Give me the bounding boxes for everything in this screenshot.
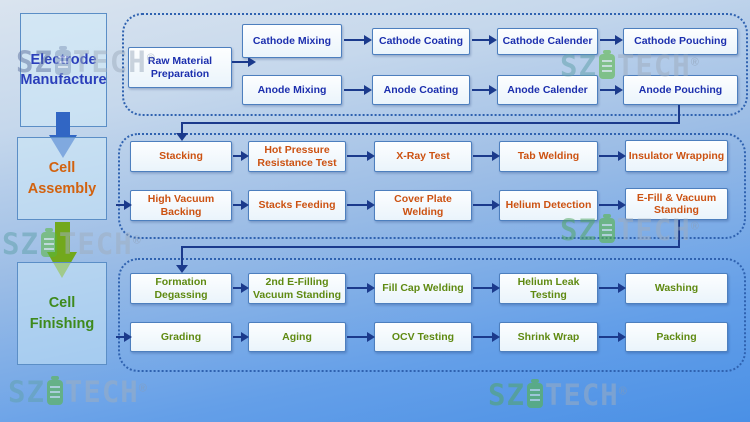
box-grading: Grading: [130, 322, 232, 352]
arrow-shaft: [56, 112, 70, 135]
box-cathode-mixing: Cathode Mixing: [242, 24, 342, 58]
szotech-watermark: SZ TECH®: [8, 375, 147, 409]
connector-segment: [181, 246, 680, 248]
box-tab-welding: Tab Welding: [499, 141, 598, 172]
box-cover-plate-welding: Cover Plate Welding: [374, 190, 472, 221]
connector-segment: [181, 122, 183, 134]
watermark-sz: SZ: [16, 45, 53, 79]
finishing-section-border: [118, 258, 746, 372]
box-formation-degassing: Formation Degassing: [130, 273, 232, 304]
box-insulator-wrapping: Insulator Wrapping: [625, 140, 728, 172]
stage-cell-finishing: Cell Finishing: [17, 262, 107, 365]
box-anode-coating: Anode Coating: [372, 75, 470, 105]
registered-mark: ®: [132, 234, 141, 247]
connector-segment: [181, 122, 680, 124]
box-washing: Washing: [625, 273, 728, 304]
box-shrink-wrap: Shrink Wrap: [499, 322, 598, 352]
flow-arrow: [347, 332, 375, 342]
box-cathode-coating: Cathode Coating: [372, 28, 470, 55]
arrow-shaft: [54, 222, 70, 252]
watermark-tech: TECH: [64, 375, 139, 409]
flow-arrow: [233, 283, 249, 293]
flow-arrow: [347, 200, 375, 210]
box-aging: Aging: [248, 322, 346, 352]
watermark-tech: TECH: [616, 213, 691, 247]
flow-arrow: [473, 200, 500, 210]
registered-mark: ®: [690, 56, 699, 69]
szotech-watermark: SZ TECH®: [560, 49, 699, 83]
box-fill-cap-welding: Fill Cap Welding: [374, 273, 472, 304]
watermark-sz: SZ: [8, 375, 45, 409]
flow-arrow: [599, 151, 626, 161]
flow-arrow: [600, 35, 623, 45]
box-anode-calender: Anode Calender: [497, 75, 598, 105]
connector-arrowhead: [176, 133, 188, 141]
flow-arrow: [344, 35, 372, 45]
registered-mark: ®: [618, 385, 627, 398]
registered-mark: ®: [690, 220, 699, 233]
row-entry-arrow: [116, 200, 132, 210]
row-entry-arrow: [116, 332, 132, 342]
connector-segment: [678, 105, 680, 124]
assembly-section-border: [118, 133, 746, 239]
box-raw-material-preparation: Raw Material Preparation: [128, 47, 232, 88]
box-hot-pressure-test: Hot Pressure Resistance Test: [248, 141, 346, 172]
battery-icon: [46, 380, 63, 405]
box-cathode-pouching: Cathode Pouching: [623, 28, 738, 55]
registered-mark: ®: [138, 382, 147, 395]
flow-arrow: [473, 283, 500, 293]
battery-icon: [526, 383, 543, 408]
flow-arrow: [473, 332, 500, 342]
flow-arrow: [599, 283, 626, 293]
box-helium-detection: Helium Detection: [499, 190, 598, 221]
flow-arrow: [347, 283, 375, 293]
flow-arrow: [600, 85, 623, 95]
szotech-watermark: SZ TECH®: [2, 227, 141, 261]
box-helium-leak-testing: Helium Leak Testing: [499, 273, 598, 304]
box-2nd-efilling-standing: 2nd E-Filling Vacuum Standing: [248, 273, 346, 304]
box-x-ray-test: X-Ray Test: [374, 141, 472, 172]
battery-icon: [40, 232, 57, 257]
stage-cell-assembly: Cell Assembly: [17, 137, 107, 220]
flow-arrow: [599, 332, 626, 342]
watermark-sz: SZ: [560, 213, 597, 247]
box-cathode-calender: Cathode Calender: [497, 28, 598, 55]
flow-arrow: [233, 200, 249, 210]
watermark-tech: TECH: [72, 45, 147, 79]
battery-icon: [54, 50, 71, 75]
box-efill-vacuum-standing: E-Fill & Vacuum Standing: [625, 188, 728, 220]
connector-arrowhead: [176, 265, 188, 273]
box-anode-mixing: Anode Mixing: [242, 75, 342, 105]
connector-segment: [181, 248, 183, 266]
battery-icon: [598, 218, 615, 243]
flow-arrow: [599, 200, 626, 210]
flow-arrow: [347, 151, 375, 161]
box-stacking: Stacking: [130, 141, 232, 172]
szotech-watermark: SZ TECH®: [16, 45, 155, 79]
box-stacks-feeding: Stacks Feeding: [248, 190, 346, 221]
watermark-tech: TECH: [616, 49, 691, 83]
battery-icon: [598, 54, 615, 79]
flow-arrow: [472, 85, 497, 95]
flow-arrow: [233, 332, 249, 342]
watermark-sz: SZ: [560, 49, 597, 83]
szotech-watermark: SZ TECH®: [488, 378, 627, 412]
watermark-sz: SZ: [488, 378, 525, 412]
flow-arrow: [233, 151, 249, 161]
connector-segment: [678, 220, 680, 248]
szotech-watermark: SZ TECH®: [560, 213, 699, 247]
watermark-tech: TECH: [544, 378, 619, 412]
flow-arrow: [344, 85, 372, 95]
flow-arrow: [232, 57, 256, 67]
watermark-tech: TECH: [58, 227, 133, 261]
box-anode-pouching: Anode Pouching: [623, 75, 738, 105]
box-high-vacuum-backing: High Vacuum Backing: [130, 190, 232, 221]
electrode-section-border: [122, 13, 748, 116]
box-ocv-testing: OCV Testing: [374, 322, 472, 352]
watermark-sz: SZ: [2, 227, 39, 261]
registered-mark: ®: [146, 52, 155, 65]
flow-arrow: [473, 151, 500, 161]
flow-arrow: [472, 35, 497, 45]
box-packing: Packing: [625, 322, 728, 352]
